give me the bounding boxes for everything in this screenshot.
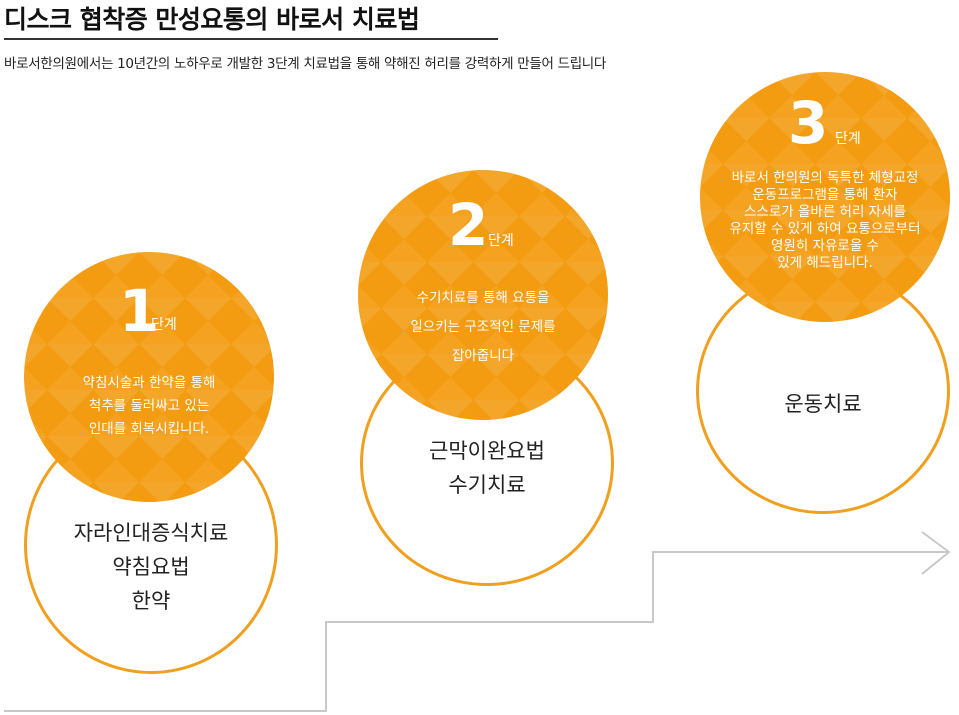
page-subtitle: 바로서한의원에서는 10년간의 노하우로 개발한 3단계 치료법을 통해 약해진… [4, 56, 607, 72]
desc-line: 약침시술과 한약을 통해 [82, 375, 216, 391]
desc-line: 유지할 수 있게 하여 요통으로부터 [729, 221, 921, 237]
stage-number: 1 [119, 277, 160, 345]
stage-description: 약침시술과 한약을 통해 척추를 둘러싸고 있는 인대를 회복시킵니다. [24, 372, 274, 441]
stage-number: 2 [448, 191, 489, 259]
title-underline [4, 38, 498, 40]
stage-unit: 단계 [151, 317, 177, 333]
desc-line: 수기치료를 통해 요통을 [416, 290, 550, 306]
stage-unit: 단계 [488, 233, 514, 249]
stage-2-circle: 2 단계 수기치료를 통해 요통을 일으키는 구조적인 문제를 잡아줍니다 [358, 170, 608, 420]
treatment-item: 한약 [131, 589, 171, 613]
stage-description: 바로서 한의원의 독특한 체형교정 운동프로그램을 통해 환자 스스로가 올바른… [700, 170, 950, 272]
page-title: 디스크 협착증 만성요통의 바로서 치료법 [4, 5, 420, 34]
stage-3-circle: 3 단계 바로서 한의원의 독특한 체형교정 운동프로그램을 통해 환자 스스로… [700, 72, 950, 322]
desc-line: 척추를 둘러싸고 있는 [88, 398, 210, 414]
stage-1-circle: 1 단계 약침시술과 한약을 통해 척추를 둘러싸고 있는 인대를 회복시킵니다… [24, 252, 274, 502]
desc-line: 바로서 한의원의 독특한 체형교정 [731, 170, 919, 186]
desc-line: 잡아줍니다 [451, 348, 515, 364]
desc-line: 일으키는 구조적인 문제를 [410, 319, 556, 335]
stairs-line [4, 551, 948, 712]
desc-line: 인대를 회복시킵니다. [88, 421, 210, 437]
treatment-item: 운동치료 [784, 392, 862, 416]
stage-description: 수기치료를 통해 요통을 일으키는 구조적인 문제를 잡아줍니다 [358, 284, 608, 371]
desc-line: 스스로가 올바른 허리 자세를 [744, 204, 906, 220]
treatment-item: 자라인대증식치료 [73, 521, 229, 545]
desc-line: 영원히 자유로울 수 [771, 238, 879, 254]
desc-line: 있게 해드립니다. [777, 255, 873, 271]
stage-unit: 단계 [835, 131, 861, 147]
treatment-item: 근막이완요법 [429, 439, 545, 463]
stage-number: 3 [788, 89, 829, 157]
treatment-item: 수기치료 [448, 473, 526, 497]
desc-line: 운동프로그램을 통해 환자 [752, 187, 898, 203]
chevron-right-icon [921, 531, 951, 575]
treatment-item: 약침요법 [112, 555, 190, 579]
